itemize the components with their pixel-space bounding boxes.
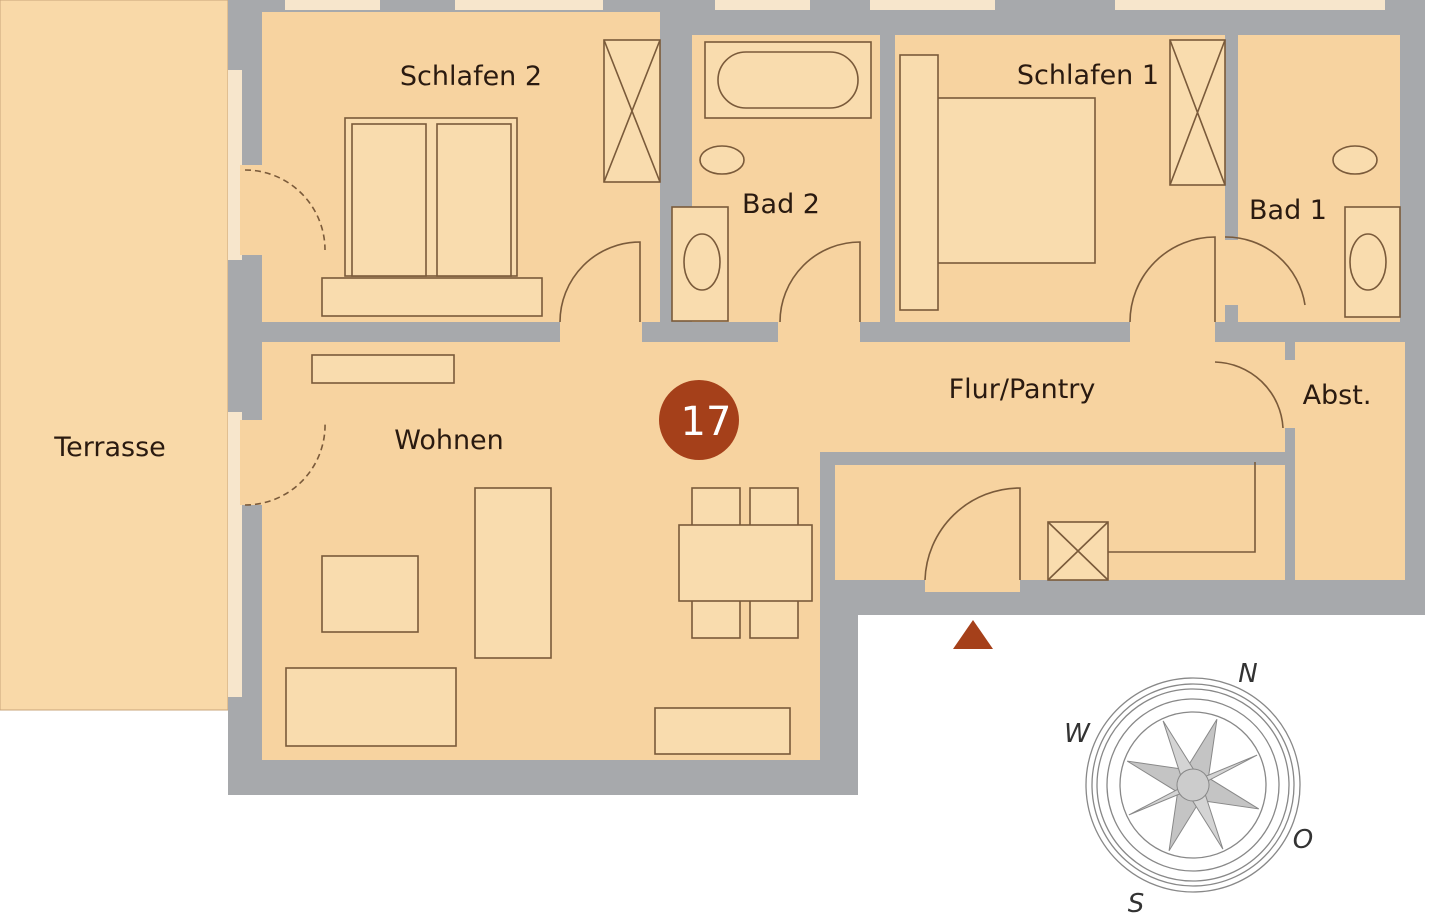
unit-badge: [659, 380, 739, 460]
label-terrace: Terrasse: [53, 432, 166, 463]
label-bath1: Bad 1: [1249, 195, 1327, 226]
entrance-arrow-icon: [953, 620, 993, 649]
label-storage: Abst.: [1303, 380, 1372, 411]
terrace: [0, 0, 229, 711]
windows: [228, 0, 1385, 697]
compass-rose-icon: [1085, 677, 1301, 893]
unit-number: 17: [681, 399, 732, 445]
label-bedroom1: Schlafen 1: [1017, 60, 1159, 91]
label-living: Wohnen: [394, 425, 504, 456]
label-bedroom2: Schlafen 2: [400, 61, 542, 92]
door-swings: [244, 169, 1306, 581]
compass-east: O: [1293, 825, 1313, 855]
compass-west: W: [1064, 719, 1091, 749]
furniture: [285, 39, 1401, 755]
label-hall: Flur/Pantry: [949, 374, 1096, 405]
label-bath2: Bad 2: [742, 189, 820, 220]
room-storage: [1295, 342, 1405, 580]
compass-south: S: [1128, 889, 1145, 919]
compass-north: N: [1238, 659, 1257, 689]
